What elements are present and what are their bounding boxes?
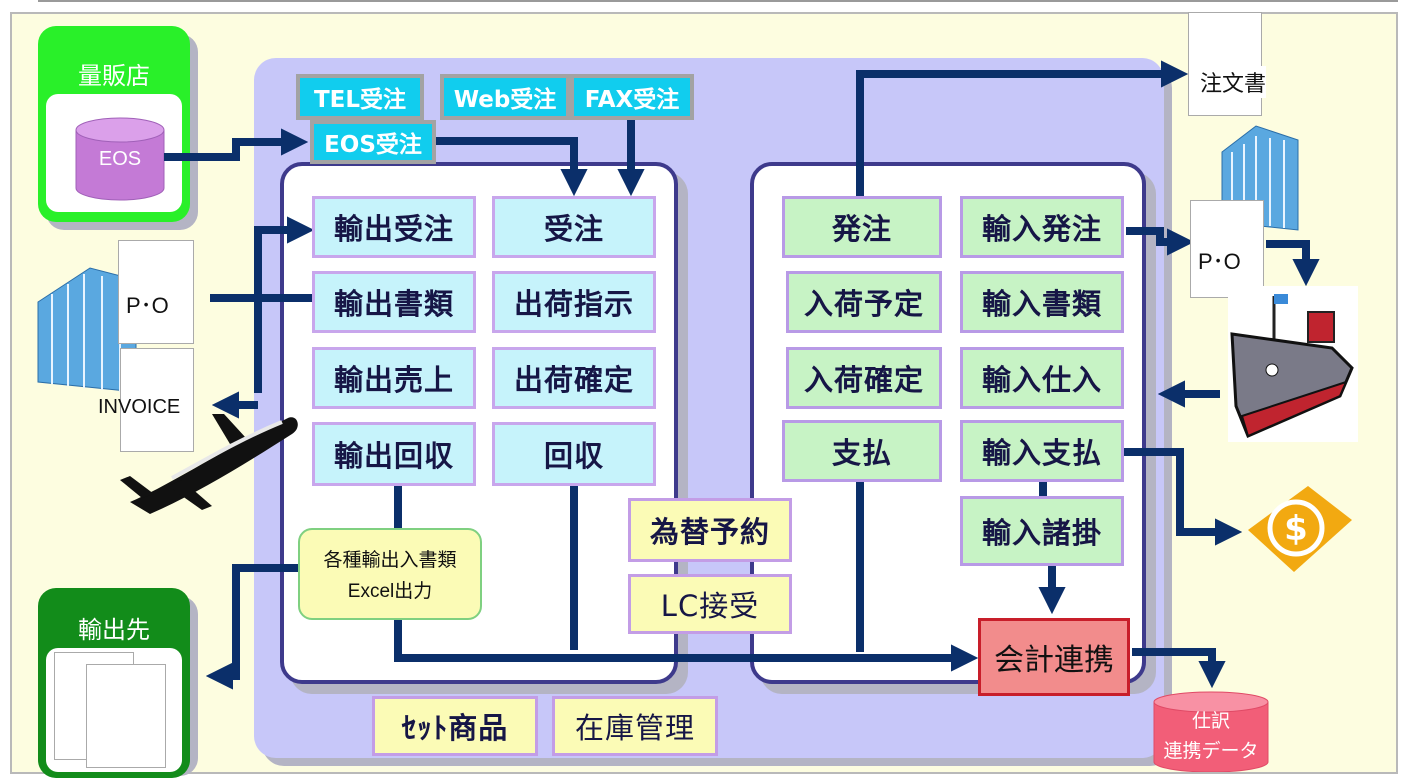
import-purchase-box: 輸入仕入 (960, 347, 1124, 409)
order-box: 受注 (492, 196, 656, 258)
invoice-label: INVOICE (98, 396, 181, 418)
purchase-doc-label: 注文書 (1200, 66, 1267, 98)
payment-box: 支払 (782, 420, 942, 482)
document-icon (86, 664, 166, 768)
inventory-box: 在庫管理 (552, 696, 718, 756)
import-charges-box: 輸入諸掛 (960, 496, 1124, 566)
dollar-coin-icon: $ (1248, 486, 1352, 572)
po-right-label: P･O (1198, 244, 1241, 276)
export-order-arrow (254, 216, 315, 393)
fax-order-tag: FAX受注 (570, 74, 694, 120)
po-to-ship-arrow (1266, 240, 1320, 287)
document-icon (120, 348, 194, 452)
import-payment-to-money-arrow (1124, 448, 1243, 546)
po-left-label: P･O (126, 288, 169, 320)
accounting-link-box: 会計連携 (978, 618, 1130, 696)
export-collect-box: 輸出回収 (312, 422, 476, 486)
eos-order-tag: EOS受注 (310, 120, 436, 164)
collect-box: 回収 (492, 422, 656, 486)
arrival-plan-box: 入荷予定 (786, 271, 942, 333)
document-icon (1188, 12, 1262, 116)
web-order-tag: Web受注 (440, 74, 570, 120)
eos-to-order-down-arrow (436, 137, 588, 197)
purchase-order-box: 発注 (782, 196, 942, 258)
ship-confirm-box: 出荷確定 (492, 347, 656, 409)
export-docs-box: 輸出書類 (312, 271, 476, 333)
airplane-icon (120, 414, 298, 514)
accounting-to-journal-arrow (1132, 648, 1226, 689)
journal-database-icon (1153, 691, 1269, 772)
arrival-confirm-box: 入荷確定 (786, 347, 942, 409)
eos-to-order-arrow (164, 128, 309, 161)
journal-label-1: 仕訳 (1191, 711, 1230, 732)
import-order-to-po-arrow (1126, 227, 1195, 256)
export-order-box: 輸出受注 (312, 196, 476, 258)
excel-output-box: 各種輸出入書類 Excel出力 (298, 528, 482, 620)
eos-database-icon (75, 117, 165, 201)
export-sales-box: 輸出売上 (312, 347, 476, 409)
fx-reserve-box: 為替予約 (628, 498, 792, 562)
import-order-box: 輸入発注 (960, 196, 1124, 258)
tel-order-tag: TEL受注 (296, 74, 424, 120)
cargo-ship-icon (1228, 286, 1358, 442)
import-docs-box: 輸入書類 (960, 271, 1124, 333)
excel-output-line2: Excel出力 (347, 581, 433, 602)
top-rule (38, 0, 1398, 2)
svg-text:$: $ (1284, 509, 1308, 549)
import-payment-box: 輸入支払 (960, 420, 1124, 482)
lc-receive-box: LC接受 (628, 574, 792, 634)
set-product-box: ｾｯﾄ商品 (372, 696, 538, 756)
export-dest-label: 輸出先 (78, 617, 150, 644)
eos-label: EOS (98, 148, 142, 170)
excel-to-export-dest-arrow (205, 564, 298, 690)
office-building-icon (37, 267, 137, 393)
excel-output-line1: 各種輸出入書類 (323, 549, 457, 571)
order-to-purchase-doc-arrow (856, 60, 1189, 196)
retailer-label: 量販店 (78, 63, 150, 90)
journal-label-2: 連携データ (1163, 741, 1259, 762)
ship-instruct-box: 出荷指示 (492, 271, 656, 333)
